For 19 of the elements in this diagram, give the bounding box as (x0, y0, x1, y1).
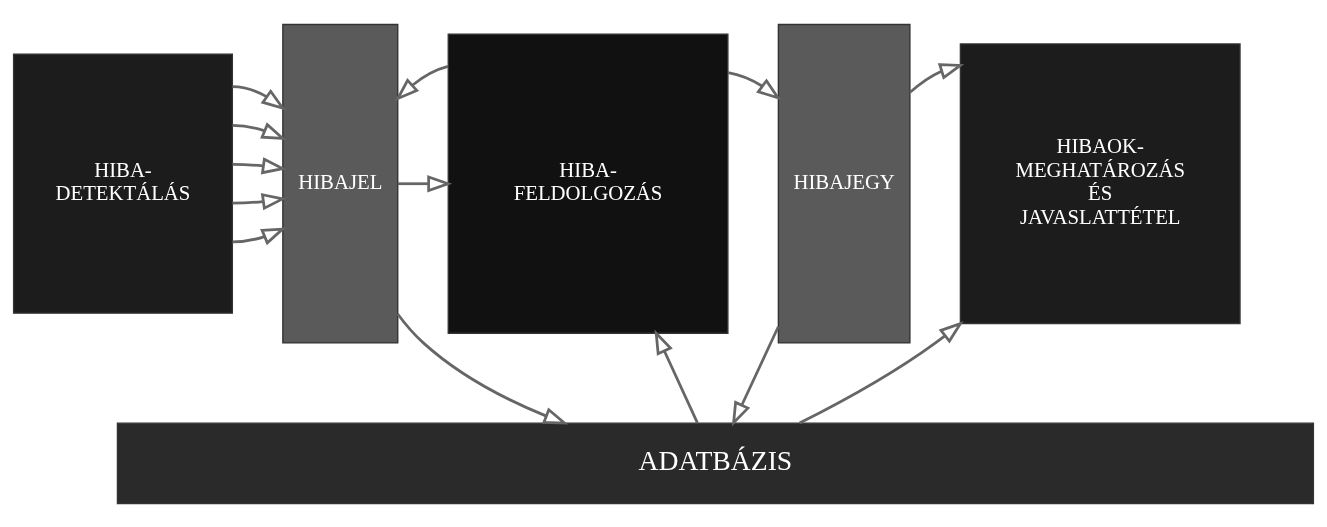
arrow (232, 84, 287, 110)
node-box: ADATBÁZIS (116, 422, 1315, 504)
arrow (394, 64, 449, 101)
arrow (654, 328, 699, 423)
arrow (731, 325, 780, 427)
arrow (232, 227, 287, 245)
arrow (232, 192, 287, 210)
node-box: HIBAJEGY (777, 23, 911, 344)
arrow (396, 312, 569, 425)
node-box: HIBA- DETEKTÁLÁS (12, 53, 233, 314)
node-box: HIBAJEL (282, 23, 399, 344)
arrow (232, 156, 287, 174)
arrow (798, 320, 964, 424)
node-box: HIBAOK- MEGHATÁROZÁS ÉS JAVASLATTÉTEL (959, 42, 1241, 324)
arrow (727, 70, 782, 100)
node-box: HIBA- FELDOLGOZÁS (447, 33, 729, 334)
arrow (232, 121, 287, 140)
arrow (909, 62, 965, 93)
arrow (397, 174, 453, 192)
